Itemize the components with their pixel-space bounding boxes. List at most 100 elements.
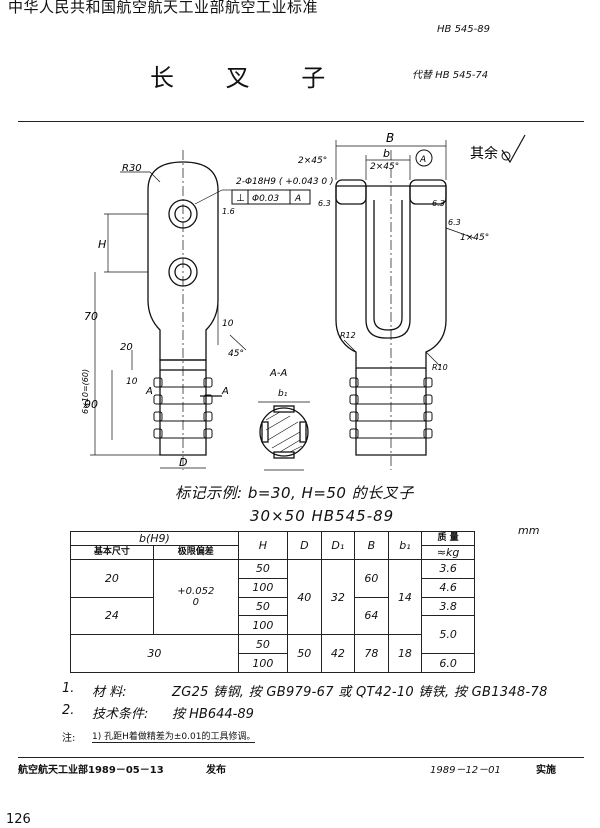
note-2-number: 2.	[62, 703, 75, 718]
th-b1: b₁	[387, 531, 423, 560]
label-dim-20: 20	[120, 342, 133, 353]
cell-h: 50	[237, 596, 289, 617]
th-deviation: 极限偏差	[152, 545, 239, 560]
cell-b1: 14	[387, 558, 423, 636]
label-dim-d: D	[179, 456, 187, 469]
note-1-label: 材 料:	[92, 685, 127, 700]
cell-h: 50	[237, 559, 289, 579]
label-datum-a: A	[419, 155, 426, 165]
cell-deviation: +0.052 0	[152, 558, 239, 636]
cell-b1: 18	[387, 634, 423, 673]
label-rough-63-b: 6.3	[432, 199, 445, 208]
label-dim-b-cap: B	[386, 131, 394, 145]
cell-b-cap: 60	[354, 559, 389, 598]
front-threads	[153, 377, 213, 439]
label-dim-70: 70	[84, 310, 98, 323]
cell-b: 24	[70, 596, 154, 636]
label-dim-90: 90	[84, 398, 98, 411]
cell-mass: 6.0	[421, 653, 475, 673]
cell-d: 40	[287, 558, 322, 636]
label-dim-h: H	[98, 238, 106, 251]
cell-h: 100	[237, 615, 289, 636]
section-key-bottom	[273, 451, 295, 459]
section-key-top	[273, 405, 295, 413]
label-chamfer-a: 2×45°	[298, 156, 327, 166]
cell-mass: 3.6	[421, 559, 475, 579]
note-1-text: ZG25 铸钢, 按 GB979-67 或 QT42-10 铸铁, 按 GB13…	[172, 685, 548, 700]
cell-mass: 5.0	[421, 615, 475, 655]
label-r30: R30	[122, 163, 142, 174]
cell-h: 100	[237, 577, 289, 598]
marking-code: 30×50 HB545-89	[250, 507, 395, 525]
fork-prong-left	[335, 179, 367, 205]
footnote-text: 1) 孔距H着做精差为±0.01的工具修调。	[92, 729, 256, 743]
label-perp-symbol: ⊥	[236, 193, 245, 204]
label-surface-rest: 其余	[470, 145, 498, 162]
footer-effective-date: 1989－12－01	[430, 765, 501, 776]
footer-effective: 实施	[536, 765, 556, 776]
note-2-text: 按 HB644-89	[172, 707, 254, 722]
front-neck	[159, 359, 207, 371]
th-mass-unit: ≈kg	[421, 545, 475, 560]
cell-b: 30	[70, 634, 239, 673]
footer-issued: 发布	[206, 765, 226, 776]
label-perp-datum: A	[294, 194, 301, 204]
cell-mass: 3.8	[421, 596, 475, 617]
th-basic: 基本尺寸	[70, 545, 154, 560]
organization-header: 中华人民共和国航空航天工业部航空工业标准	[8, 0, 319, 16]
header-rule	[18, 121, 584, 122]
label-chamfer-b: 2×45°	[370, 162, 399, 172]
footer-issuer: 航空航天工业部1989－05－13	[18, 765, 164, 776]
note-1-number: 1.	[62, 681, 75, 696]
label-dim-10b: 10	[126, 377, 138, 387]
label-perp-tol: Φ0.03	[252, 194, 279, 204]
replaces-code: 代替 HB 545-74	[412, 70, 489, 81]
label-rough-16: 1.6	[222, 207, 235, 216]
th-b-group: b(H9)	[70, 531, 239, 546]
cell-d1: 32	[320, 558, 356, 636]
label-dim-b1: b₁	[278, 389, 288, 399]
th-d1: D₁	[320, 531, 356, 560]
footnote-label: 注:	[62, 733, 76, 744]
section-hatching	[265, 411, 303, 453]
page-number: 126	[6, 812, 31, 827]
label-dim-b: b	[383, 147, 390, 160]
datum-a-circle	[415, 149, 433, 167]
page-title: 长 叉 子	[150, 64, 348, 92]
label-chamfer-1x45: 1×45°	[460, 233, 489, 243]
cell-d1: 42	[320, 634, 356, 673]
fork-slot	[365, 186, 411, 339]
label-dim-45deg: 45°	[228, 349, 244, 359]
footer-rule	[18, 757, 584, 758]
cell-b-cap: 78	[354, 634, 389, 673]
label-rough-63-a: 6.3	[318, 199, 331, 208]
label-cut-a-right: A	[221, 386, 229, 397]
cell-b-cap: 64	[354, 596, 389, 636]
standard-code: HB 545-89	[437, 24, 490, 35]
fork-slot-inner	[373, 200, 403, 331]
label-cut-a-left: A	[145, 386, 153, 397]
cell-b: 20	[70, 559, 154, 598]
cell-h: 100	[237, 653, 289, 673]
label-dim-10: 10	[222, 319, 234, 329]
spec-table: b(H9) H D D₁ B b₁ 质 量 基本尺寸 极限偏差 ≈kg 20 +…	[70, 531, 475, 673]
note-2-label: 技术条件:	[92, 707, 149, 722]
label-r12: R12	[340, 331, 356, 340]
th-d: D	[287, 531, 322, 560]
label-hole-spec: 2-Φ18H9 ( +0.043 0 )	[236, 177, 334, 187]
th-mass: 质 量	[421, 531, 475, 546]
section-key-left	[261, 421, 269, 443]
cell-mass: 4.6	[421, 577, 475, 598]
th-h: H	[237, 531, 289, 560]
marking-example: 标记示例: b=30, H=50 的长叉子	[175, 484, 414, 502]
label-rough-63-c: 6.3	[448, 218, 461, 227]
side-threads	[349, 377, 433, 439]
label-r10: R10	[432, 363, 448, 372]
label-dim-thread: 6×10=(60)	[81, 369, 90, 414]
cell-h: 50	[237, 634, 289, 655]
th-b-cap: B	[354, 531, 389, 560]
label-section: A-A	[269, 368, 287, 379]
section-circle	[259, 407, 309, 457]
table-unit: mm	[518, 524, 540, 537]
